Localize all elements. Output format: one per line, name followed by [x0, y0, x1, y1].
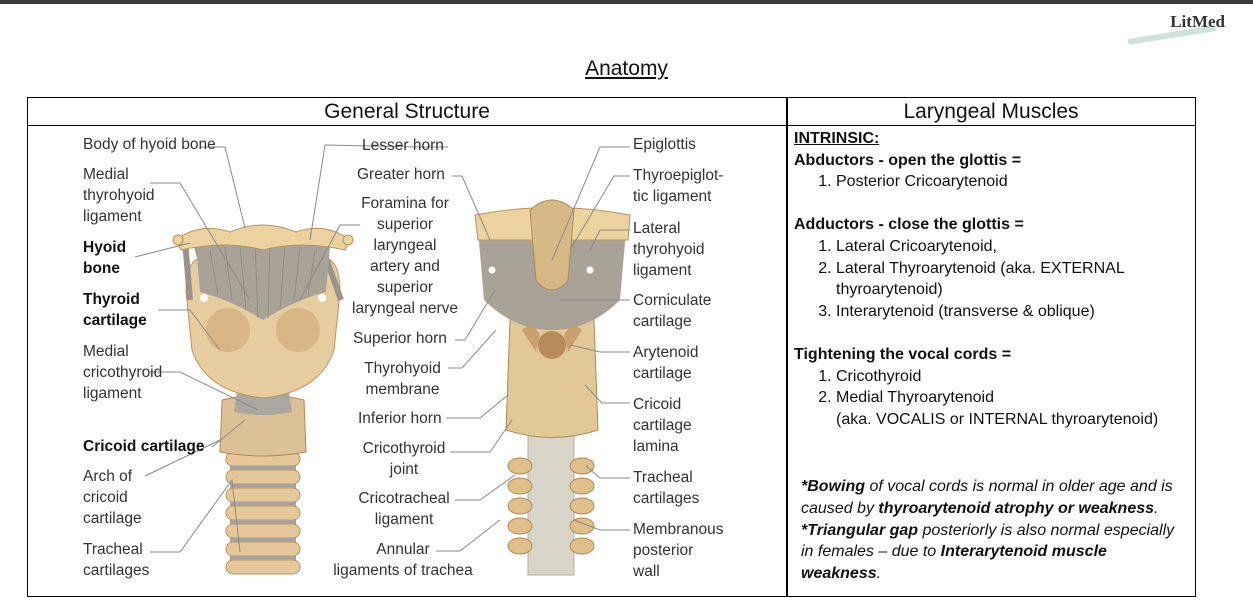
tightening-list: Cricothyroid Medial Thyroarytenoid (aka. …: [794, 366, 1189, 431]
anatomy-table: General Structure Laryngeal Muscles: [27, 97, 1196, 597]
note-bowing: *Bowing: [801, 478, 865, 495]
label-foramina-3: laryngeal: [373, 237, 437, 254]
label-membranous-2: posterior: [633, 542, 694, 559]
label-lesser-horn: Lesser horn: [362, 137, 444, 154]
label-foramina-4: artery and: [370, 258, 440, 275]
label-hyoid-bone-2: bone: [83, 260, 121, 277]
note-triangular-gap: *Triangular gap: [801, 521, 919, 539]
label-arch-cricoid-1: Arch of: [83, 468, 133, 485]
label-thyrohyoid-membrane-1: Thyrohyoid: [364, 360, 441, 377]
litmed-logo: LitMed: [1121, 10, 1231, 46]
list-item: Medial Thyroarytenoid (aka. VOCALIS or IN…: [836, 387, 1189, 430]
label-tracheal-cartilages-left-2: cartilages: [83, 562, 150, 579]
label-lateral-thyrohyoid-1: Lateral: [633, 220, 681, 237]
label-lateral-thyrohyoid-3: ligament: [633, 262, 692, 279]
page-title: Anatomy: [585, 57, 668, 80]
label-cricothyroid-joint-2: joint: [389, 461, 419, 478]
posterior-larynx-view: [474, 199, 631, 576]
label-thyroid-cartilage-1: Thyroid: [83, 291, 140, 308]
label-body-of-hyoid: Body of hyoid bone: [83, 136, 216, 153]
label-foramina-2: superior: [377, 216, 433, 233]
label-superior-horn: Superior horn: [353, 330, 447, 347]
label-foramina-5: superior: [377, 279, 433, 296]
list-item: Lateral Cricoarytenoid,: [836, 236, 1189, 258]
label-medial-cricothyroid-2: cricothyroid: [83, 364, 163, 381]
label-thyroid-cartilage-2: cartilage: [83, 312, 147, 329]
list-item: Cricothyroid: [836, 366, 1189, 388]
logo-text: LitMed: [1170, 12, 1225, 31]
note-end-2: .: [876, 565, 882, 583]
label-cricoid-lamina-2: cartilage: [633, 417, 692, 434]
vocalis-note: (aka. VOCALIS or INTERNAL thyroarytenoid…: [836, 410, 1159, 428]
note-bold-1: thyroarytenoid atrophy or weakness: [878, 499, 1155, 517]
clinical-note: *Bowing of vocal cords is normal in olde…: [801, 476, 1191, 585]
label-membranous-3: wall: [633, 563, 660, 580]
intrinsic-heading: INTRINSIC:: [794, 130, 880, 147]
label-tracheal-cartilages-left-1: Tracheal: [83, 541, 143, 558]
list-item: Lateral Thyroarytenoid (aka. EXTERNAL th…: [836, 258, 1189, 301]
label-cricoid-lamina-3: lamina: [633, 438, 679, 455]
list-item-text: Medial Thyroarytenoid: [836, 389, 995, 407]
label-foramina-1: Foramina for: [361, 195, 449, 212]
label-annular-1: Annular: [376, 541, 430, 558]
label-cricotracheal-1: Cricotracheal: [358, 490, 450, 507]
note-bold-2: Interarytenoid muscle weakness: [801, 543, 1107, 583]
general-structure-header: General Structure: [28, 98, 786, 126]
label-medial-cricothyroid-3: ligament: [83, 385, 142, 402]
label-medial-thyrohyoid-2: thyrohyoid: [83, 187, 155, 204]
label-membranous-1: Membranous: [633, 521, 724, 538]
label-cricoid-cartilage: Cricoid cartilage: [83, 438, 205, 455]
label-medial-cricothyroid-1: Medial: [83, 343, 129, 360]
abductors-heading: Abductors - open the glottis =: [794, 151, 1022, 169]
label-epiglottis: Epiglottis: [633, 136, 696, 153]
abductors-list: Posterior Cricoarytenoid: [794, 171, 1189, 193]
label-arytenoid-2: cartilage: [633, 365, 692, 382]
label-thyrohyoid-membrane-2: membrane: [365, 381, 440, 398]
tightening-heading: Tightening the vocal cords =: [794, 345, 1012, 363]
label-hyoid-bone-1: Hyoid: [83, 239, 127, 256]
label-medial-thyrohyoid-1: Medial: [83, 166, 129, 183]
label-arch-cricoid-3: cartilage: [83, 510, 142, 527]
label-lateral-thyrohyoid-2: thyrohyoid: [633, 241, 705, 258]
label-arch-cricoid-2: cricoid: [83, 489, 128, 506]
note-text-2: posteriorly is also normal especially in…: [801, 521, 1175, 561]
label-foramina-6: laryngeal nerve: [352, 300, 458, 317]
label-thyroepiglottic-1: Thyroepiglot-: [633, 167, 724, 184]
label-cricoid-lamina-1: Cricoid: [633, 396, 682, 413]
list-item: Posterior Cricoarytenoid: [836, 171, 1189, 193]
label-corniculate-2: cartilage: [633, 313, 692, 330]
anterior-larynx-view: [172, 224, 354, 575]
label-cricothyroid-joint-1: Cricothyroid: [362, 440, 446, 457]
column-divider: [786, 98, 788, 596]
label-leader-lines: [134, 144, 630, 553]
note-text-1: of vocal cords is normal in older age an…: [801, 478, 1173, 517]
label-arytenoid-1: Arytenoid: [633, 344, 699, 361]
note-end-1: .: [1154, 499, 1159, 517]
label-tracheal-cartilages-right-2: cartilages: [633, 490, 700, 507]
laryngeal-muscles-content: INTRINSIC: Abductors - open the glottis …: [794, 128, 1189, 430]
top-bar: [0, 0, 1253, 4]
label-greater-horn: Greater horn: [357, 166, 445, 183]
label-corniculate-1: Corniculate: [633, 292, 712, 309]
label-annular-2: ligaments of trachea: [333, 562, 473, 579]
label-tracheal-cartilages-right-1: Tracheal: [633, 469, 693, 486]
label-medial-thyrohyoid-3: ligament: [83, 208, 142, 225]
laryngeal-muscles-header: Laryngeal Muscles: [787, 98, 1195, 126]
label-cricotracheal-2: ligament: [374, 511, 434, 528]
adductors-heading: Adductors - close the glottis =: [794, 216, 1024, 234]
adductors-list: Lateral Cricoarytenoid, Lateral Thyroary…: [794, 236, 1189, 322]
label-thyroepiglottic-2: tic ligament: [633, 188, 712, 205]
list-item: Interarytenoid (transverse & oblique): [836, 301, 1189, 323]
label-inferior-horn: Inferior horn: [358, 410, 442, 427]
